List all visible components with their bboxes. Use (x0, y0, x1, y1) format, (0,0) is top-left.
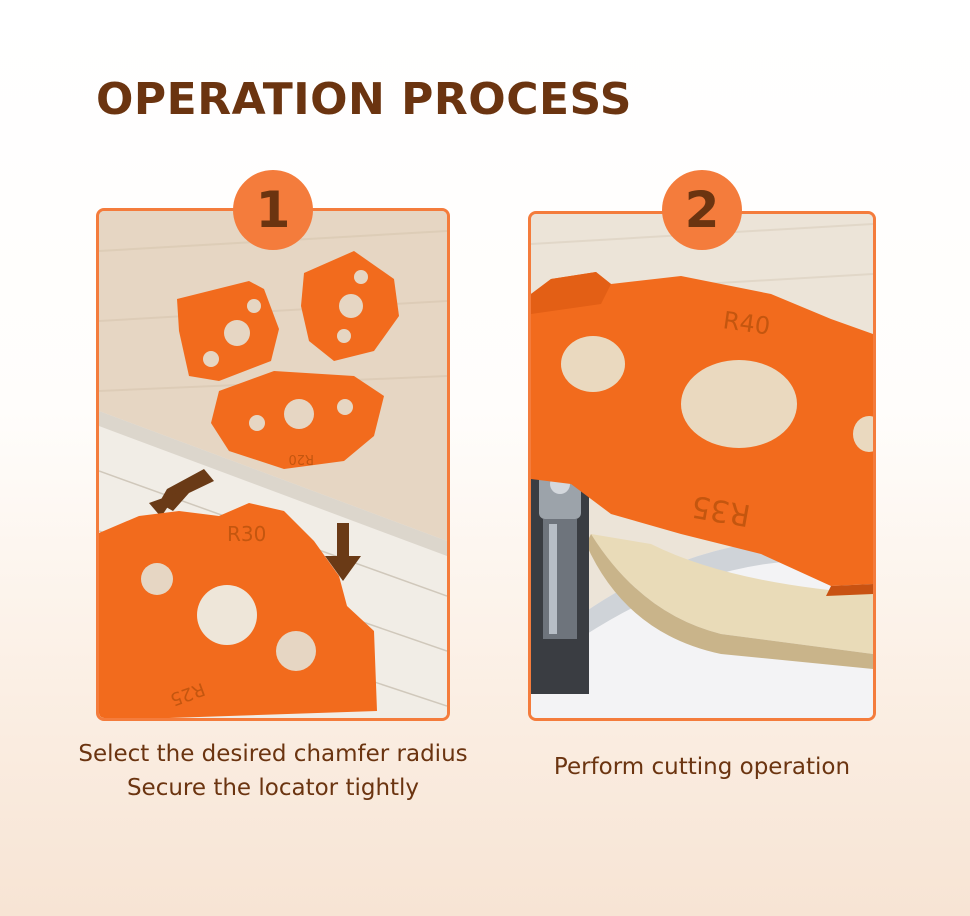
locator-label-r20: R20 (288, 451, 314, 466)
step-1-caption-line-1: Select the desired chamfer radius (78, 741, 468, 767)
step-1-badge: 1 (233, 170, 313, 250)
step-1-caption: Select the desired chamfer radius Secure… (40, 737, 506, 805)
step-2-caption: Perform cutting operation (478, 750, 926, 784)
step-2-illustration: R40 R35 (531, 214, 873, 718)
step-1-illustration: R20 R30 R25 (99, 211, 447, 718)
page-title: OPERATION PROCESS (96, 74, 632, 125)
step-1-caption-line-2: Secure the locator tightly (126, 775, 420, 801)
step-2-caption-line-1: Perform cutting operation (553, 754, 851, 780)
step-2-photo: R40 R35 (528, 211, 876, 721)
locator-label-r40: R40 (721, 306, 772, 340)
step-1-photo: R20 R30 R25 (96, 208, 450, 721)
locator-label-r30: R30 (227, 522, 266, 546)
step-2-badge: 2 (662, 170, 742, 250)
